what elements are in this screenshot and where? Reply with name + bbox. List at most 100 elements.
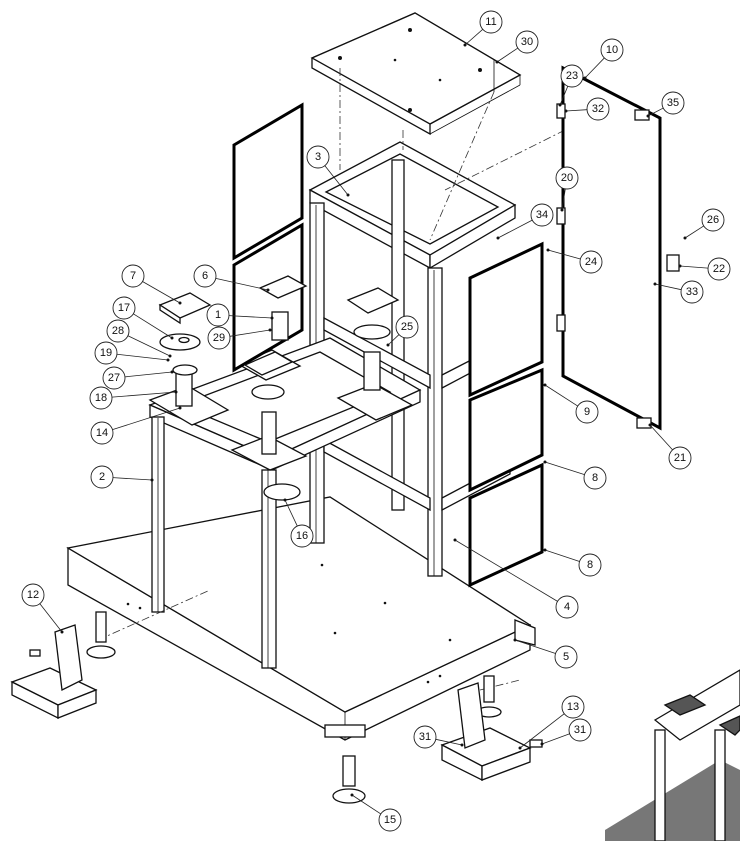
balloon-8: 8: [543, 460, 607, 490]
balloon-circle: [530, 203, 554, 227]
door-panel: [556, 65, 680, 431]
leader-line: [541, 733, 570, 745]
leader-line: [351, 794, 382, 815]
mount-assemblies: [158, 275, 400, 455]
balloon-label: 22: [713, 263, 725, 275]
balloon-label: 3: [315, 151, 321, 163]
balloon-label: 1: [215, 309, 221, 321]
top-plate: [310, 12, 522, 136]
leader-line: [127, 335, 171, 357]
balloon-27: 27: [102, 366, 174, 390]
leader-dot: [386, 343, 390, 347]
balloon-30: 30: [495, 30, 539, 64]
leader-line: [112, 477, 153, 481]
leader-line: [111, 391, 177, 398]
balloon-label: 19: [100, 347, 112, 359]
leader-line: [112, 407, 181, 431]
balloon-4: 4: [453, 538, 579, 619]
leader-dot: [648, 423, 652, 427]
balloon-label: 32: [592, 103, 604, 115]
balloon-circle: [515, 30, 539, 54]
balloon-28: 28: [106, 319, 172, 358]
balloon-circle: [102, 366, 126, 390]
leader-line: [464, 28, 484, 46]
balloon-33: 33: [653, 280, 704, 304]
balloon-label: 27: [108, 372, 120, 384]
balloon-13: 13: [518, 695, 585, 750]
balloon-25: 25: [386, 315, 419, 347]
balloon-label: 5: [563, 651, 569, 663]
balloon-10: 10: [583, 38, 624, 80]
leader-dot: [270, 316, 274, 320]
balloon-20: 20: [555, 166, 579, 212]
balloon-circle: [306, 145, 330, 169]
balloon-circle: [555, 595, 579, 619]
leader-line: [544, 549, 580, 562]
leader-line: [649, 424, 673, 451]
balloon-circle: [586, 97, 610, 121]
leader-line: [565, 109, 588, 112]
leader-line: [124, 371, 173, 378]
leader-dot: [150, 478, 154, 482]
balloon-18: 18: [89, 386, 178, 410]
balloon-circle: [578, 553, 602, 577]
leader-dot: [266, 288, 270, 292]
leader-dot: [268, 328, 272, 332]
balloon-19: 19: [94, 341, 170, 365]
balloon-circle: [207, 326, 231, 350]
leader-dot: [60, 630, 64, 634]
leader-dot: [540, 742, 544, 746]
balloon-circle: [579, 250, 603, 274]
balloon-circle: [89, 386, 113, 410]
leader-line: [229, 329, 271, 337]
leader-dot: [678, 264, 682, 268]
leader-line: [454, 539, 558, 602]
balloon-label: 6: [202, 270, 208, 282]
balloon-label: 35: [667, 97, 679, 109]
leader-line: [39, 603, 63, 633]
leader-dot: [546, 248, 550, 252]
balloon-7: 7: [121, 264, 182, 305]
leader-line: [496, 47, 519, 63]
leader-line: [559, 86, 569, 106]
balloon-circle: [707, 257, 731, 281]
balloon-2: 2: [90, 465, 154, 489]
balloon-label: 4: [564, 601, 570, 613]
balloon-label: 10: [606, 44, 618, 56]
leader-dot: [653, 282, 657, 286]
leader-dot: [346, 193, 350, 197]
balloon-label: 8: [587, 559, 593, 571]
balloon-35: 35: [646, 91, 685, 118]
balloon-label: 12: [27, 589, 39, 601]
balloon-9: 9: [543, 383, 599, 424]
balloon-label: 33: [686, 286, 698, 298]
balloon-label: 16: [296, 530, 308, 542]
leader-line: [684, 225, 704, 239]
leader-line: [561, 188, 566, 211]
balloon-circle: [121, 264, 145, 288]
balloon-label: 15: [384, 814, 396, 826]
balloon-circle: [668, 446, 692, 470]
leader-dot: [460, 743, 464, 747]
balloon-24: 24: [546, 248, 603, 274]
leader-line: [514, 639, 556, 654]
balloon-label: 31: [574, 724, 586, 736]
leader-line: [228, 315, 273, 319]
balloon-label: 13: [567, 701, 579, 713]
leader-dot: [350, 793, 354, 797]
balloon-circle: [680, 280, 704, 304]
balloon-15: 15: [350, 793, 402, 832]
balloon-6: 6: [193, 264, 270, 292]
balloon-label: 26: [707, 214, 719, 226]
balloon-circle: [193, 264, 217, 288]
leader-line: [497, 219, 533, 239]
balloon-label: 21: [674, 452, 686, 464]
leader-line: [284, 499, 298, 527]
leader-dot: [558, 103, 562, 107]
balloon-label: 34: [536, 209, 548, 221]
leader-line: [215, 277, 269, 291]
leader-line: [133, 313, 173, 339]
balloon-circle: [106, 319, 130, 343]
leader-line: [324, 165, 349, 196]
